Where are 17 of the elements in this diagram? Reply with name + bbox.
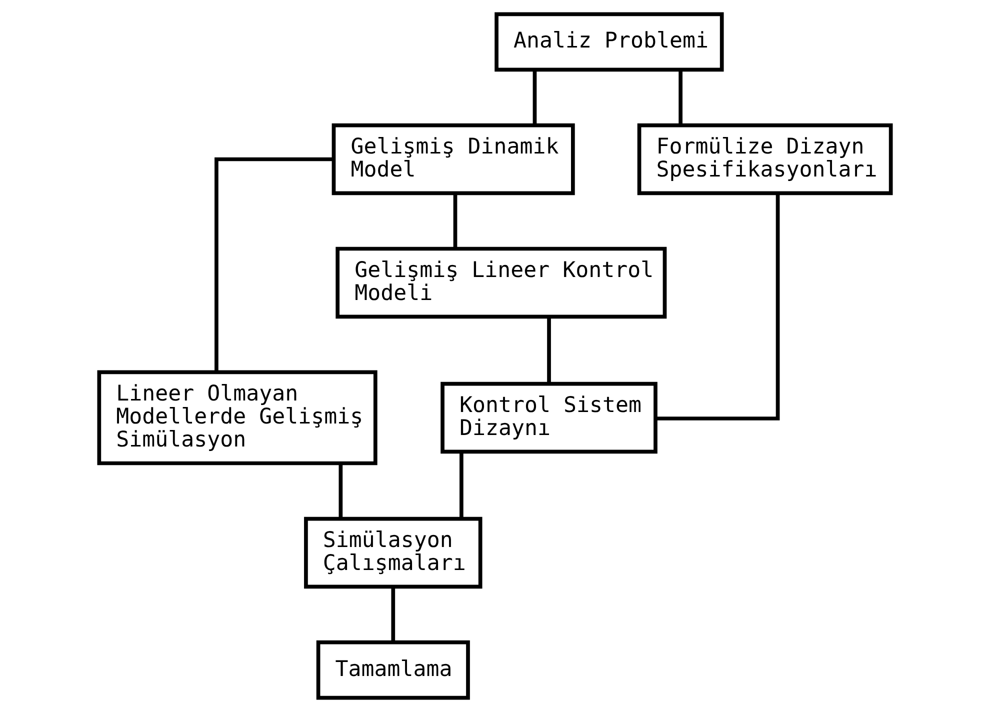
connector xyxy=(214,157,334,372)
connector xyxy=(453,194,458,248)
node-box: Gelişmiş Lineer Kontrol Modeli xyxy=(336,246,667,319)
connector xyxy=(532,70,537,125)
connector xyxy=(338,463,343,519)
node-box: Simülasyon Çalışmaları xyxy=(304,516,482,589)
node-box: Analiz Problemi xyxy=(494,12,724,72)
node-box: Formülize Dizayn Spesifikasyonları xyxy=(637,123,893,196)
node-box: Gelişmiş Dinamik Model xyxy=(332,123,575,196)
node-box: Kontrol Sistem Dizaynı xyxy=(440,382,658,454)
connector xyxy=(391,587,396,642)
node-box: Lineer Olmayan Modellerde Gelişmiş Simülasyon xyxy=(97,370,378,466)
connector xyxy=(547,316,551,384)
node-box: Tamamlama xyxy=(316,640,470,700)
connector xyxy=(678,70,682,125)
connector xyxy=(656,194,780,420)
connector xyxy=(460,452,464,519)
